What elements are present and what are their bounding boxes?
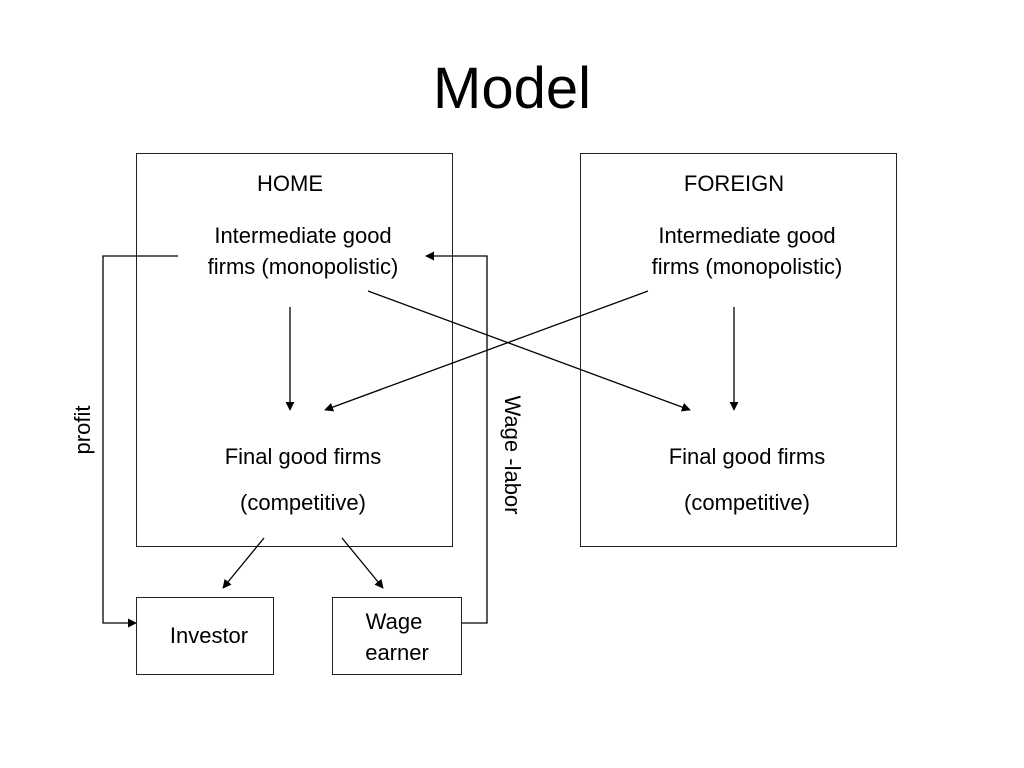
investor-label: Investor	[169, 623, 249, 648]
wage-earner-line2: earner	[365, 640, 429, 665]
wage-earner-box	[332, 597, 462, 675]
foreign-intermediate-line1: Intermediate good	[658, 223, 836, 248]
foreign-intermediate-line2: firms (monopolistic)	[651, 254, 843, 279]
home-intermediate-line1: Intermediate good	[214, 223, 392, 248]
final-to-wage-earner-arrow	[341, 537, 384, 589]
home-intermediate-line2: firms (monopolistic)	[207, 254, 399, 279]
home-box	[136, 153, 453, 547]
home-to-foreign-arrow	[367, 290, 691, 412]
wage-earner-line1: Wage	[365, 609, 423, 634]
profit-connector	[102, 255, 178, 628]
home-final-line2: (competitive)	[240, 490, 366, 515]
foreign-final-line2: (competitive)	[684, 490, 810, 515]
final-to-investor-arrow	[222, 537, 265, 589]
slide-title: Model	[433, 56, 591, 121]
investor-box	[136, 597, 274, 675]
home-final-line1: Final good firms	[224, 444, 382, 469]
foreign-final-line1: Final good firms	[668, 444, 826, 469]
foreign-box	[580, 153, 897, 547]
wage-labor-connector	[425, 251, 488, 624]
home-heading: HOME	[257, 171, 323, 196]
foreign-heading: FOREIGN	[683, 171, 785, 196]
